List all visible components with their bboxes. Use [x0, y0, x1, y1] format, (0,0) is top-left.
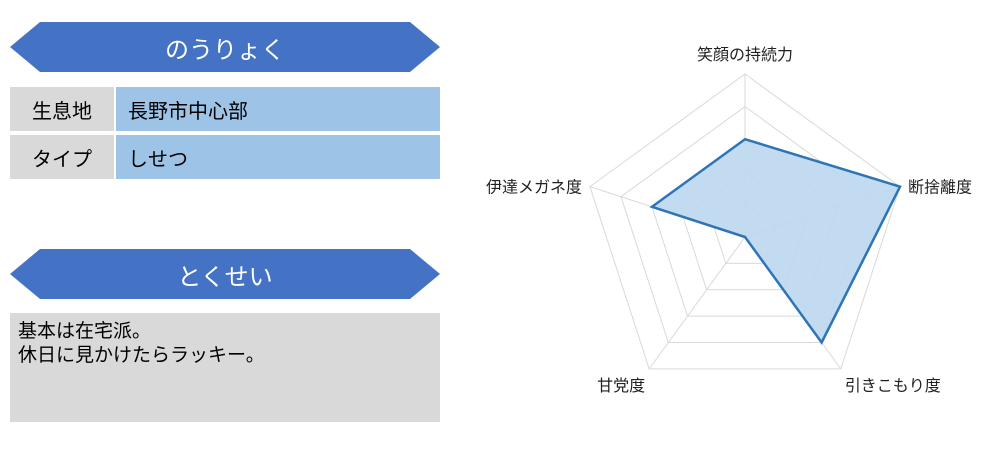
traits-line-2: 休日に見かけたらラッキー。 — [18, 344, 265, 366]
type-label: タイプ — [10, 135, 116, 179]
traits-description: 基本は在宅派。 休日に見かけたらラッキー。 — [10, 313, 440, 422]
axis-label-1: 断捨離度 — [908, 178, 972, 197]
grid-ring — [589, 73, 901, 370]
type-value: しせつ — [116, 135, 440, 179]
table-row: タイプ しせつ — [10, 135, 440, 179]
ability-heading: のうりょく — [10, 22, 440, 72]
axis-label-0: 笑顔の持続力 — [697, 45, 793, 64]
axis-label-2: 引きこもり度 — [845, 376, 941, 395]
habitat-label: 生息地 — [10, 87, 116, 131]
traits-heading: とくせい — [10, 249, 440, 299]
table-row: 生息地 長野市中心部 — [10, 87, 440, 131]
traits-line-1: 基本は在宅派。 — [18, 320, 152, 342]
grid-spoke — [648, 236, 746, 370]
habitat-value: 長野市中心部 — [116, 87, 440, 131]
ability-table: 生息地 長野市中心部 タイプ しせつ — [10, 83, 440, 183]
data-series-area — [649, 137, 902, 345]
axis-label-4: 伊達メガネ度 — [486, 178, 582, 197]
axis-label-3: 甘党度 — [597, 376, 645, 395]
